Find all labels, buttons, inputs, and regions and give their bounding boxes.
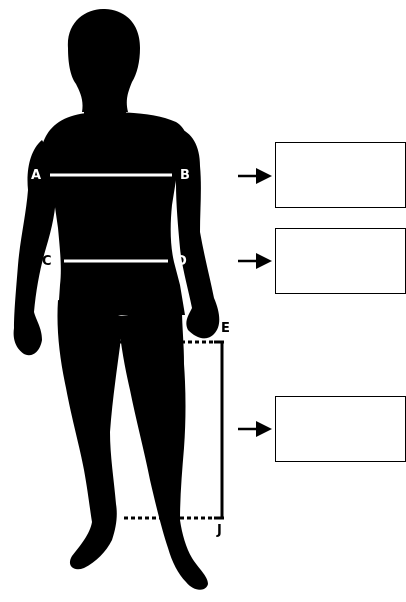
answer-box-ej[interactable] bbox=[275, 396, 406, 462]
point-label-c: C bbox=[42, 254, 52, 269]
torso-shape bbox=[38, 112, 190, 315]
human-silhouette bbox=[13, 8, 220, 590]
answer-box-ab[interactable] bbox=[275, 142, 406, 208]
right-leg-shape bbox=[118, 310, 208, 590]
left-leg-shape bbox=[57, 300, 123, 570]
right-arm-shape bbox=[174, 128, 220, 339]
point-label-b: B bbox=[180, 168, 190, 183]
left-arm-shape bbox=[13, 140, 56, 356]
answer-box-cd[interactable] bbox=[275, 228, 406, 294]
point-label-j: J bbox=[216, 523, 222, 538]
point-label-a: A bbox=[31, 168, 41, 183]
arrow-right-icon bbox=[238, 168, 272, 184]
point-label-d: D bbox=[176, 254, 187, 269]
arrow-right-icon bbox=[238, 421, 272, 437]
head-shape bbox=[67, 8, 140, 112]
arrow-right-icon bbox=[238, 253, 272, 269]
point-label-e: E bbox=[221, 321, 230, 336]
